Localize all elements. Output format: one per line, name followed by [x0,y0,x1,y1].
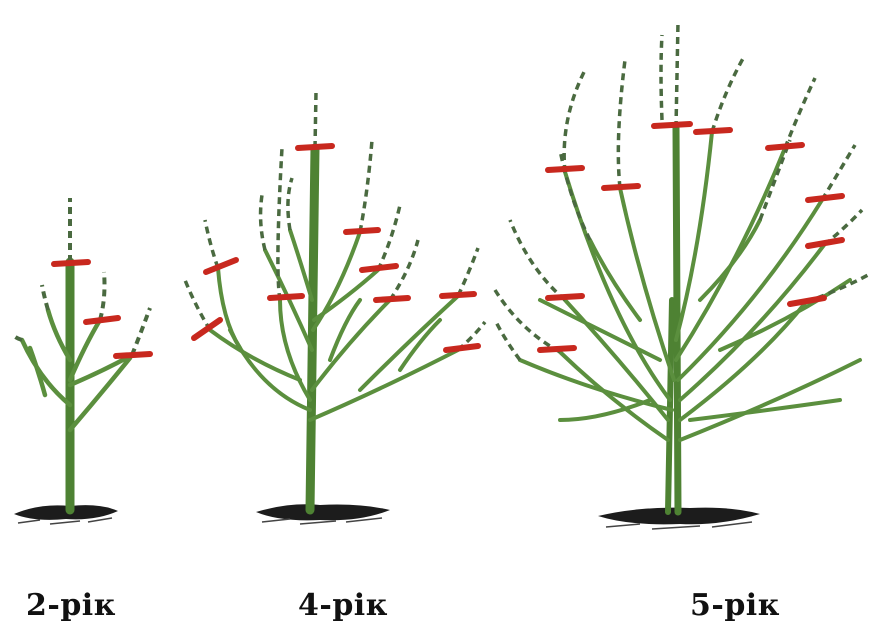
branches [22,310,132,430]
tree-5-year [495,22,868,529]
pruned-extensions [14,198,150,355]
trunk-left [668,300,672,512]
ground-patch [256,504,390,520]
tree-label-5-year: 5-рік [690,588,780,623]
tree-label-4-year: 4-рік [298,588,388,623]
branches [210,230,458,420]
branches [520,132,860,440]
trunk-right [676,128,678,512]
tree-2-year [14,198,150,524]
tree-4-year [185,92,485,524]
tree-label-2-year: 2-рік [26,588,116,623]
pruned-extensions [495,22,868,360]
